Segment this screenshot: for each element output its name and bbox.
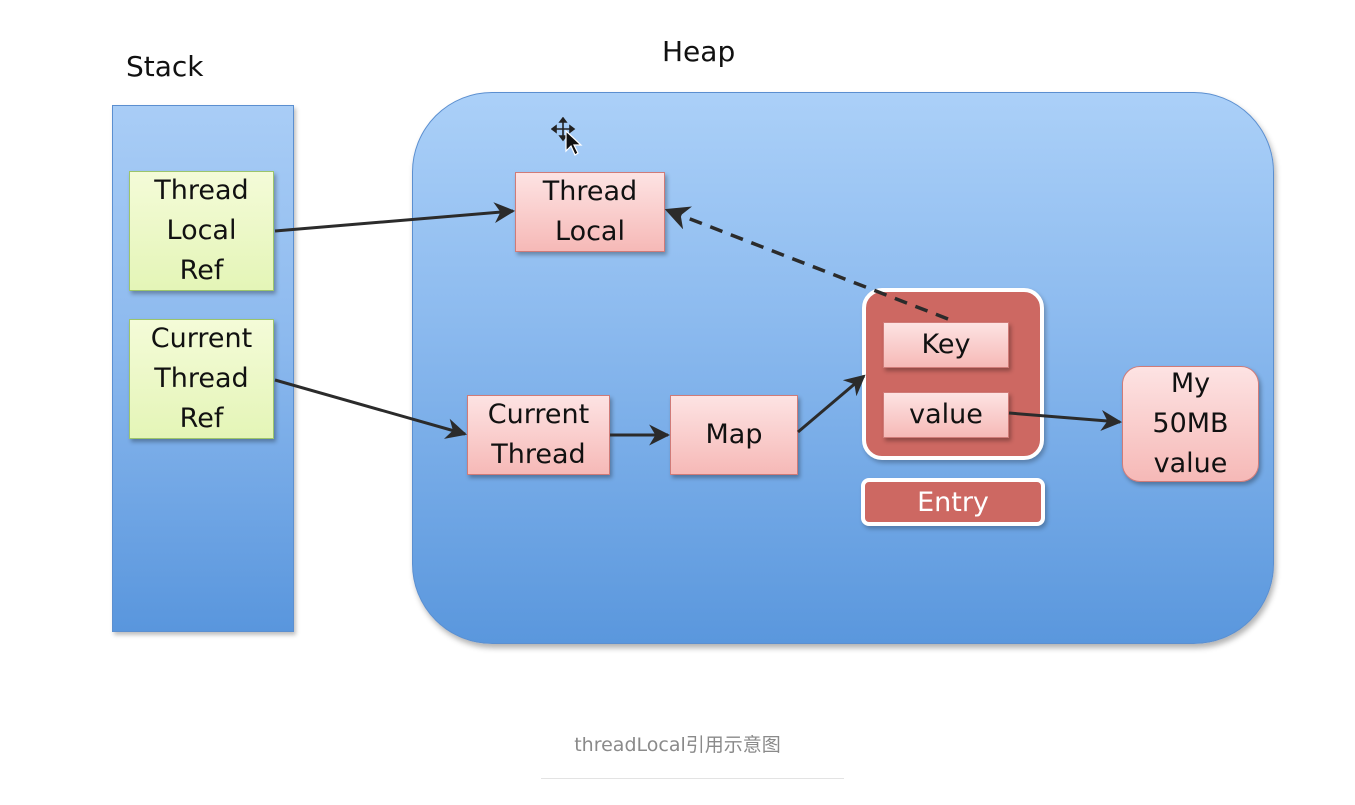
value-box: value <box>883 392 1009 438</box>
map-box: Map <box>670 395 798 475</box>
current-thread-box: Current Thread <box>467 395 610 475</box>
current-thread-ref-box: Current Thread Ref <box>129 319 274 439</box>
figure-caption: threadLocal引用示意图 <box>574 734 781 756</box>
heap-title: Heap <box>662 35 736 68</box>
caption-divider <box>541 778 844 779</box>
move-cursor-icon <box>550 116 585 157</box>
entry-label: Entry <box>861 478 1045 526</box>
key-box: Key <box>883 322 1009 368</box>
big-value-box: My 50MB value <box>1122 366 1259 482</box>
thread-local-ref-box: Thread Local Ref <box>129 171 274 291</box>
stack-title: Stack <box>126 50 204 83</box>
thread-local-box: Thread Local <box>515 172 665 252</box>
